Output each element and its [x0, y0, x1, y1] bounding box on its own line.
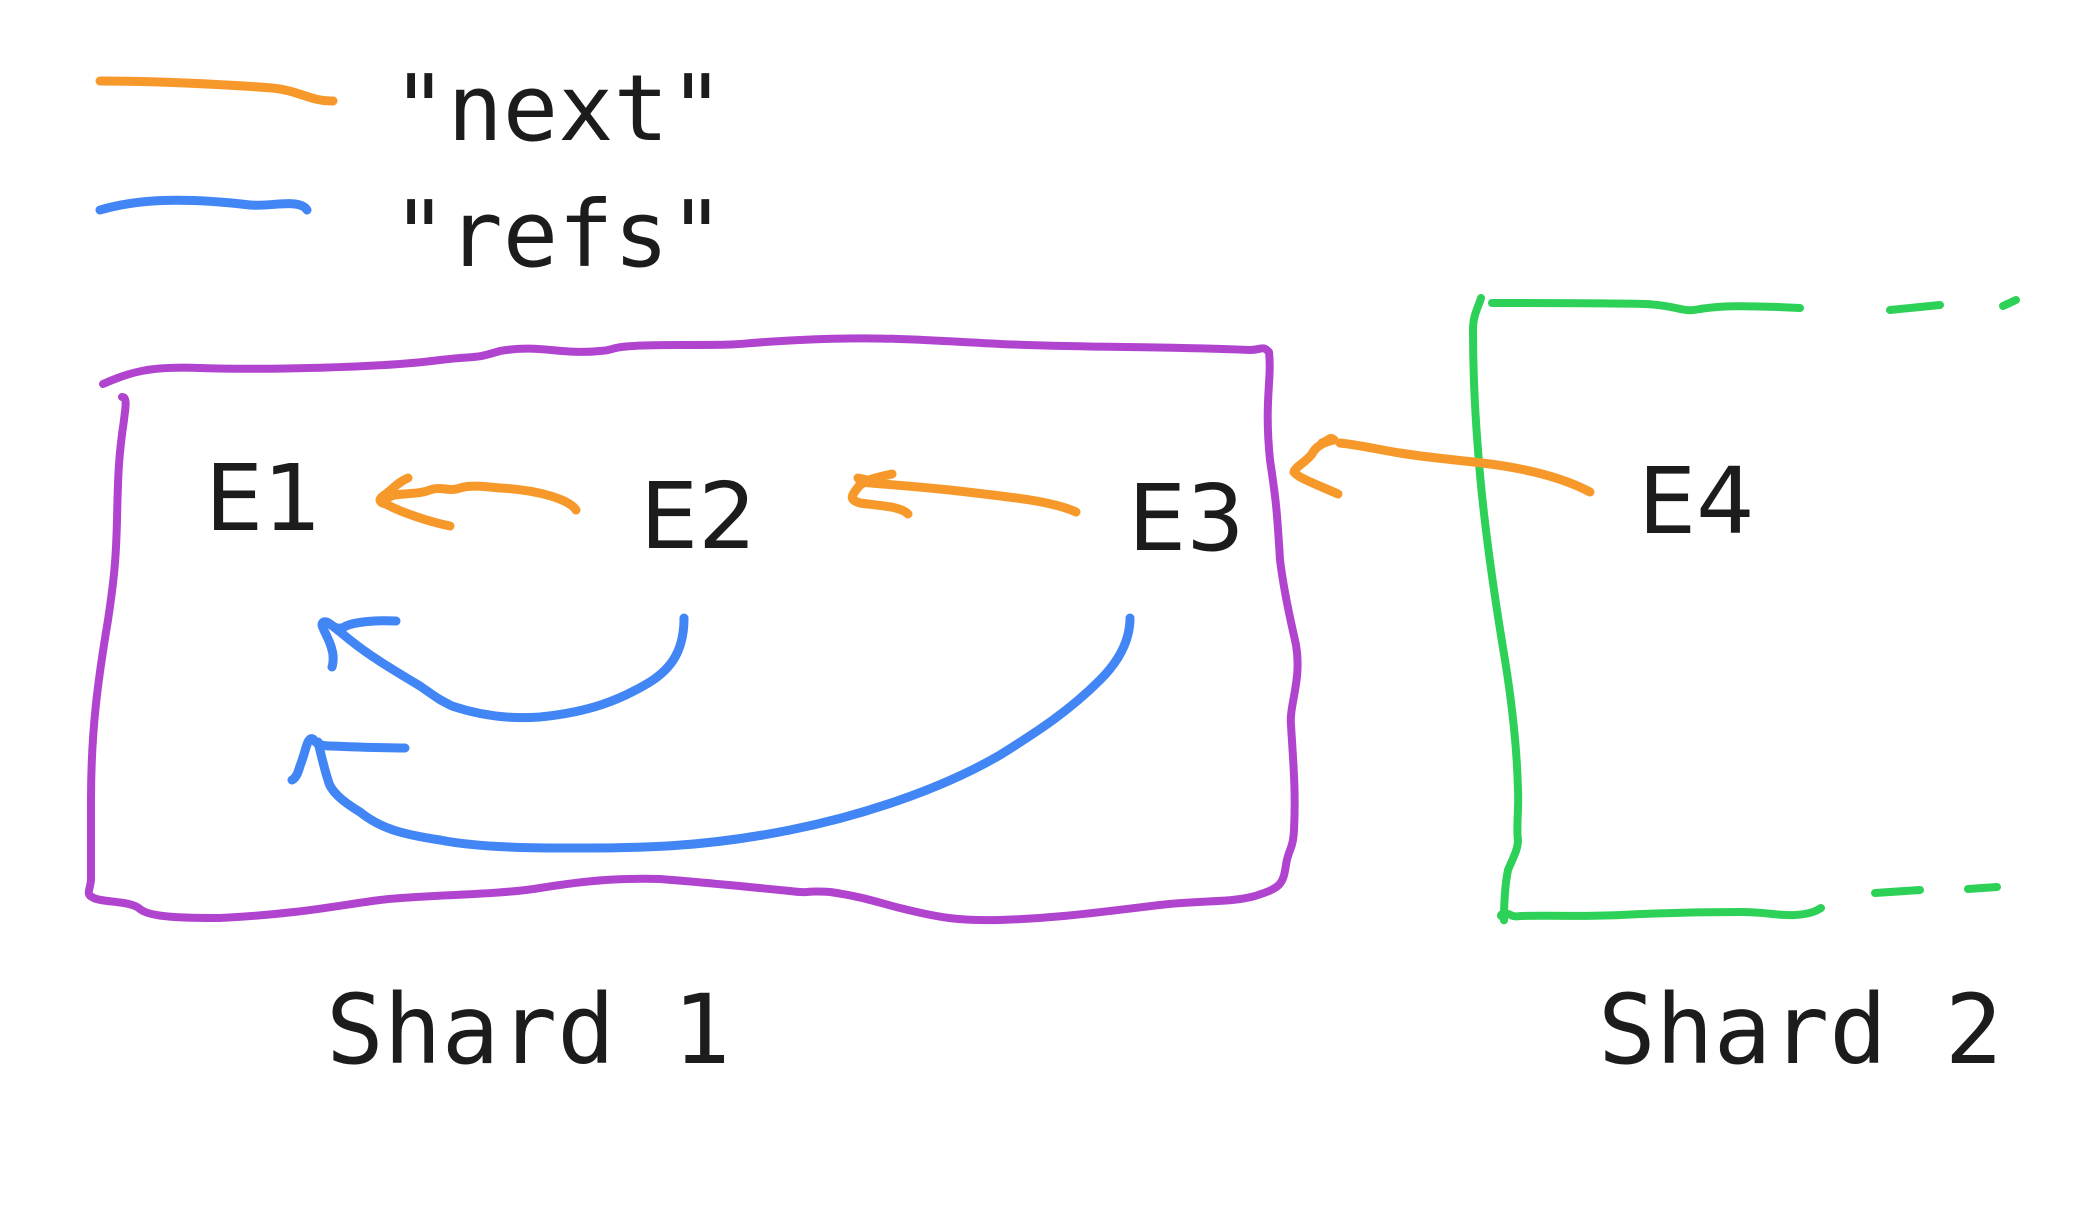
shard-1-box — [84, 334, 1302, 925]
entry-e4: E4 — [1638, 448, 1755, 555]
shard-2-label: Shard 2 — [1598, 974, 2003, 1086]
shard-1-label: Shard 1 — [326, 974, 731, 1086]
legend-next-swatch — [95, 76, 338, 106]
next-arrow-e3-e2 — [847, 469, 1081, 519]
legend-next-label: "next" — [392, 55, 724, 162]
next-arrow-e2-e1 — [375, 473, 581, 531]
shard-labels: Shard 1 Shard 2 — [326, 974, 2003, 1086]
refs-links — [287, 613, 1135, 853]
legend: "next" "refs" — [95, 55, 724, 288]
entries: E1 E2 E3 E4 — [205, 445, 1755, 572]
refs-arrow-e3-e1 — [287, 613, 1135, 853]
entry-e1: E1 — [205, 445, 322, 552]
shard-2-box — [1469, 294, 2020, 925]
entry-e2: E2 — [640, 463, 757, 570]
legend-refs-label: "refs" — [392, 181, 724, 288]
refs-arrow-e2-e1 — [317, 613, 689, 723]
legend-refs-swatch — [95, 195, 312, 215]
entry-e3: E3 — [1128, 465, 1245, 572]
next-arrow-e4-e3 — [1289, 433, 1595, 499]
next-links — [375, 433, 1595, 531]
